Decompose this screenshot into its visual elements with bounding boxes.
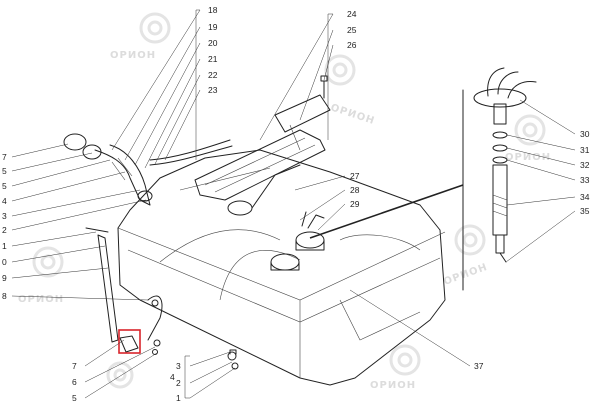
fuel-pump-assembly: [462, 67, 537, 291]
callouts-mid: 27 28 29: [350, 171, 360, 209]
watermark-text: ОРИОН: [18, 294, 64, 305]
callout-label: 21: [208, 54, 218, 64]
callout-label: 2: [2, 225, 7, 235]
watermark-logo: [514, 114, 546, 146]
watermark-logo: [324, 54, 356, 86]
watermark-text: ОРИОН: [110, 50, 156, 61]
watermark-group: ОРИОН ОРИОН ОРИОН ОРИОН ОРИОН ОРИОН: [18, 12, 551, 391]
watermark-logo: [389, 344, 421, 376]
filler-neck: [63, 133, 233, 206]
callout-label: 4: [170, 372, 175, 382]
callout-label: 23: [208, 85, 218, 95]
callout-label: 28: [350, 185, 360, 195]
callout-label: 1: [176, 393, 181, 403]
watermark-logo: [106, 361, 134, 389]
callouts-top-right: 24 25 26: [347, 9, 357, 50]
watermark-logo: [454, 224, 486, 256]
callouts-left: 7 5 5 4 3 2 1 0 9 8: [2, 152, 7, 301]
callout-label: 33: [580, 175, 590, 185]
screw-26: [320, 75, 328, 99]
callout-label: 5: [2, 181, 7, 191]
highlighted-bracket: [118, 329, 141, 354]
callout-label: 19: [208, 22, 218, 32]
callout-label: 32: [580, 160, 590, 170]
callout-label: 4: [2, 196, 7, 206]
callout-label: 26: [347, 40, 357, 50]
callout-label: 30: [580, 129, 590, 139]
callout-label: 24: [347, 9, 357, 19]
callout-label: 25: [347, 25, 357, 35]
callouts-top-center: 18 19 20 21 22 23: [208, 5, 218, 95]
callout-label: 1: [2, 241, 7, 251]
callout-label: 3: [176, 361, 181, 371]
callout-label: 7: [72, 361, 77, 371]
fuel-tank: [117, 149, 446, 386]
callout-label: 3: [2, 211, 7, 221]
group-brackets: [184, 9, 333, 399]
mounting-strap: [85, 227, 239, 370]
callout-label: 6: [72, 377, 77, 387]
callout-label: 31: [580, 145, 590, 155]
callouts-bottom-mid: 3 4 2 1: [170, 361, 181, 403]
callout-label: 34: [580, 192, 590, 202]
watermark-text: ОРИОН: [370, 380, 416, 391]
callout-label: 20: [208, 38, 218, 48]
highlight-box: [118, 329, 141, 354]
callout-label: 29: [350, 199, 360, 209]
heat-shield: [194, 94, 331, 201]
watermark-logo: [139, 12, 171, 44]
callout-label: 5: [72, 393, 77, 403]
leader-lines: [11, 9, 576, 399]
watermark-text: ОРИОН: [505, 152, 551, 163]
callout-label: 9: [2, 273, 7, 283]
callout-label: 8: [2, 291, 7, 301]
callouts-right: 30 31 32 33 34 35: [580, 129, 590, 216]
watermark-logo: [32, 246, 64, 278]
callout-label: 18: [208, 5, 218, 15]
callout-label: 0: [2, 257, 7, 267]
callout-label: 22: [208, 70, 218, 80]
pump-connector-line: [309, 184, 464, 239]
callout-label: 2: [176, 378, 181, 388]
callout-label: 5: [2, 166, 7, 176]
callout-label: 37: [474, 361, 484, 371]
sender-unit: [227, 164, 325, 271]
callout-label: 35: [580, 206, 590, 216]
callout-label: 27: [350, 171, 360, 181]
callouts-bottom-left: 7 6 5: [72, 361, 77, 403]
callouts-bottom-right: 37: [474, 361, 484, 371]
watermark-text: ОРИОН: [329, 102, 376, 127]
watermark-text: ОРИОН: [442, 262, 489, 288]
callout-label: 7: [2, 152, 7, 162]
